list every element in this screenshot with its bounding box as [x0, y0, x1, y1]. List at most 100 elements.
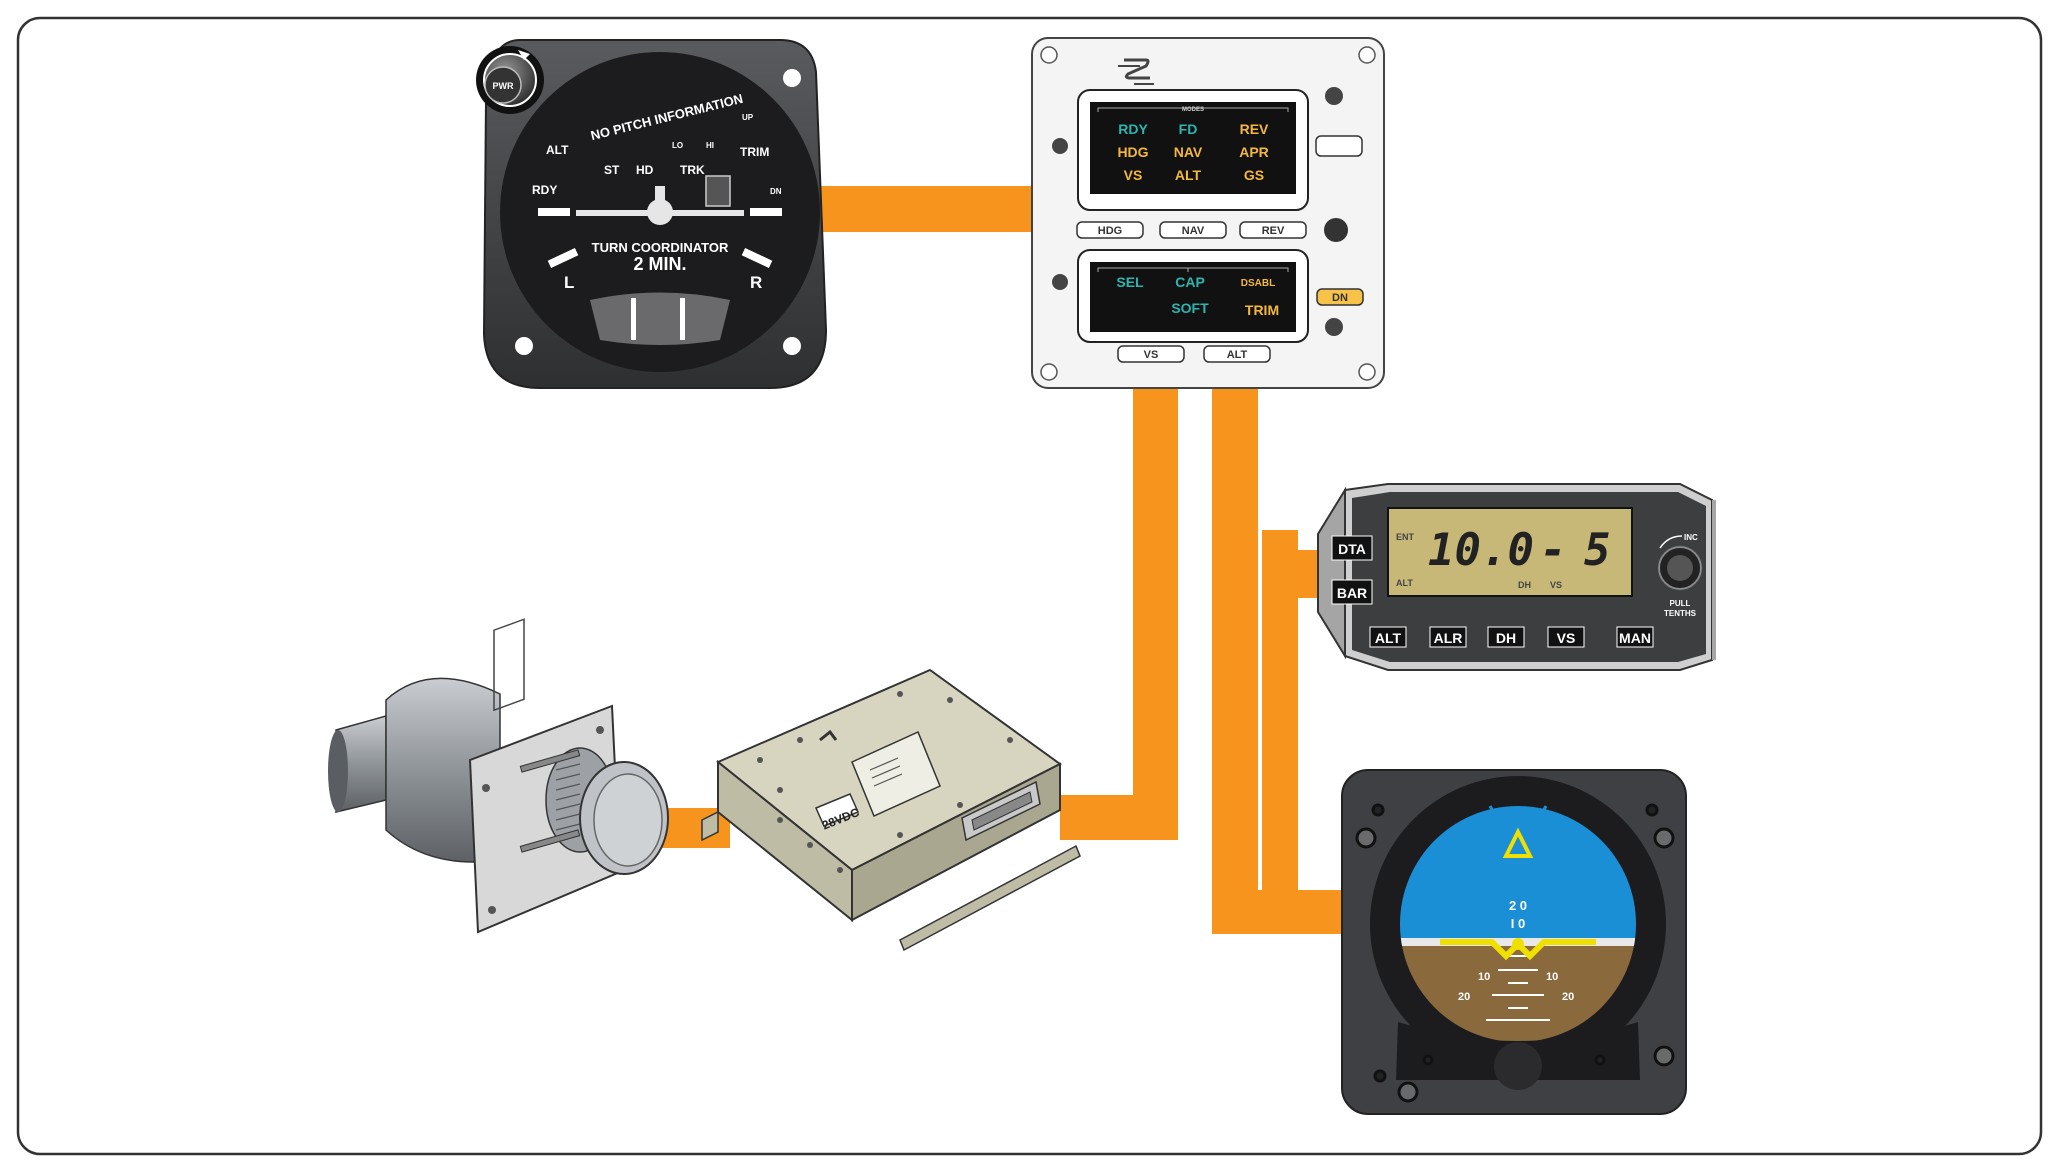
bottom-annunciator-grid: SEL CAP DSABL SOFT TRIM: [1116, 274, 1279, 318]
alt-mode-button[interactable]: [1203, 345, 1271, 363]
bottom-bracket: [1097, 267, 1289, 272]
preselector-right-flange: [1712, 500, 1716, 660]
wire-panel-vs-down: [1133, 352, 1178, 808]
preselect-alr-button-label: ALR: [1434, 630, 1463, 646]
dn-button[interactable]: [1316, 288, 1364, 306]
preselect-alr-button[interactable]: [1429, 626, 1467, 648]
preselect-vs-button[interactable]: [1547, 626, 1585, 648]
panel-screw-icon: [1325, 87, 1343, 105]
nav-mode-button[interactable]: [1159, 221, 1227, 239]
bank-right-10-label: 10: [1546, 971, 1558, 983]
attitude-adjust-knob[interactable]: [1494, 1042, 1542, 1090]
turn-coordinator: ALT RDY TRIM UP DN LO HI ST HD TRK NO PI…: [476, 39, 828, 389]
hdg-mode-button[interactable]: [1076, 221, 1144, 239]
pitch-ladder: [1486, 955, 1550, 1021]
mount-screw-icon: [783, 337, 801, 355]
lcd-altitude-readout: 10.0: [1428, 525, 1534, 576]
standard-rate-mark-left: [547, 248, 579, 268]
dta-button[interactable]: [1331, 535, 1373, 561]
wings-level-mark-left: [538, 208, 570, 216]
power-arrow-icon: [518, 50, 530, 60]
dn-button-label: DN: [1332, 292, 1348, 304]
tc-trk-label: TRK: [680, 163, 705, 177]
annunciator-trim: TRIM: [1245, 302, 1279, 318]
wire-to-bar: [1262, 580, 1330, 598]
preselect-alt-button[interactable]: [1369, 626, 1407, 648]
bank-mark-right: [1526, 805, 1548, 839]
pitch-10-label: I 0: [1511, 916, 1525, 931]
panel-screw-icon: [1052, 138, 1068, 154]
hdg-mode-button-label: HDG: [1098, 225, 1122, 237]
wire-panel-alt-down: [1212, 372, 1258, 928]
annunciator-alt: ALT: [1175, 167, 1202, 183]
annunciator-cap: CAP: [1175, 274, 1205, 290]
preselect-alt-button-label: ALT: [1375, 630, 1402, 646]
annunciator-dsabl: DSABL: [1241, 278, 1275, 289]
annunciator-gs: GS: [1244, 167, 1264, 183]
airplane-symbol-icon: [576, 186, 744, 225]
bezel-screws: [1355, 803, 1675, 1103]
plate-screw-icon: [596, 726, 604, 734]
lcd-dh-label: DH: [1518, 580, 1531, 590]
knob-pull-label: PULL: [1670, 599, 1691, 608]
bottom-annunciator-display: [1090, 262, 1296, 332]
panel-screw-icon: [1358, 46, 1376, 64]
mount-flange: [899, 844, 1081, 952]
preselect-dh-button-label: DH: [1496, 630, 1516, 646]
knob-inc-label: INC: [1684, 533, 1698, 542]
inc-knob[interactable]: [1658, 535, 1702, 590]
annunciator-rev: REV: [1240, 121, 1269, 137]
capstan-drum: [519, 747, 669, 875]
attitude-indicator: 2 0 I 0 10 10 20 20: [1341, 769, 1687, 1115]
autopilot-computer: 28VDC: [701, 668, 1081, 952]
mount-tab-left: [701, 810, 719, 842]
computer-logo-icon: [869, 757, 903, 787]
annunciator-fd: FD: [1179, 121, 1198, 137]
preselect-dh-button[interactable]: [1487, 626, 1525, 648]
dimmer-knob[interactable]: [1324, 218, 1348, 242]
tc-hi-label: HI: [706, 141, 714, 150]
mount-screw-icon: [783, 69, 801, 87]
tc-dn-label: DN: [770, 187, 782, 196]
trk-switch[interactable]: [705, 175, 731, 207]
lcd-separator: -: [1540, 525, 1567, 576]
lcd-vs-label: VS: [1550, 580, 1562, 590]
bank-mark-left: [1488, 805, 1510, 839]
bar-button-label: BAR: [1337, 585, 1367, 601]
panel-screw-icon: [1358, 363, 1376, 381]
panel-screw-icon: [1040, 46, 1058, 64]
top-annunciator-display: [1090, 102, 1296, 194]
computer-label-plate: [851, 730, 941, 818]
tc-lo-label: LO: [672, 141, 683, 150]
orientation-arrow-icon: [819, 729, 838, 742]
bar-button[interactable]: [1331, 579, 1373, 605]
lcd-rate-readout: 5: [1584, 525, 1611, 576]
annunciator-nav: NAV: [1174, 144, 1203, 160]
tc-left-label: L: [564, 273, 574, 292]
annunciator-sel: SEL: [1116, 274, 1144, 290]
tc-trim-label: TRIM: [740, 145, 769, 159]
inclinometer-tube: [590, 292, 730, 345]
inclinometer-mark: [631, 298, 636, 340]
plate-screw-icon: [482, 784, 490, 792]
preselect-man-button[interactable]: [1616, 626, 1654, 648]
tc-hd-label: HD: [636, 163, 654, 177]
tc-st-label: ST: [604, 163, 620, 177]
vs-mode-button-label: VS: [1144, 349, 1159, 361]
aircraft-reference-icon: [1440, 938, 1596, 961]
servo-actuator: [328, 618, 669, 934]
vs-mode-button[interactable]: [1117, 345, 1185, 363]
rev-mode-button[interactable]: [1239, 221, 1307, 239]
annunciator-soft: SOFT: [1171, 300, 1209, 316]
pwr-label: PWR: [493, 81, 514, 91]
power-knob[interactable]: PWR: [476, 46, 544, 114]
bank-left-10-label: 10: [1478, 971, 1490, 983]
tc-title: TURN COORDINATOR: [592, 240, 729, 255]
preselect-man-button-label: MAN: [1619, 630, 1651, 646]
lcd-alt-label: ALT: [1396, 578, 1413, 588]
bank-right-20-label: 20: [1562, 991, 1574, 1003]
